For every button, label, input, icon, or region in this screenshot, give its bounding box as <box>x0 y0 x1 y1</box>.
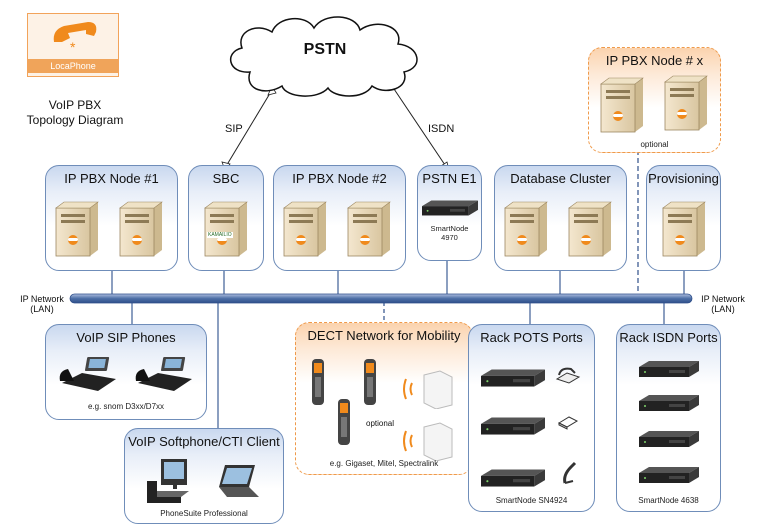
rack-gateway-icon <box>639 393 699 413</box>
gateway-icon <box>422 198 478 218</box>
kamailio-badge: KAMAILIO <box>207 232 233 238</box>
provisioning-panel[interactable]: Provisioning <box>646 165 721 271</box>
diagram-title-line1: VoIP PBX <box>48 98 102 112</box>
sbc-panel[interactable]: SBC KAMAILIO <box>188 165 264 271</box>
dect-base-icon <box>403 370 453 409</box>
softphone-title: VoIP Softphone/CTI Client <box>128 434 280 449</box>
server-icon <box>567 200 613 258</box>
laptop-icon <box>219 465 259 497</box>
dect-network-title: DECT Network for Mobility <box>307 328 461 343</box>
rack-pots-ports-title: Rack POTS Ports <box>480 330 583 345</box>
softphone-caption: PhoneSuite Professional <box>160 509 248 518</box>
server-icon <box>282 200 328 258</box>
ip-pbx-node-2-panel[interactable]: IP PBX Node #2 <box>273 165 406 271</box>
desk-phone-icon <box>135 357 192 391</box>
voip-sip-phones-panel[interactable]: VoIP SIP Phones e.g. snom D3xx/D7xx <box>45 324 207 420</box>
pstn-e1-caption: SmartNode 4970 <box>418 224 481 242</box>
analog-phone-icon <box>555 367 581 384</box>
dect-handset-icon <box>338 399 350 445</box>
dect-handset-icon <box>364 359 376 405</box>
server-icon <box>54 200 100 258</box>
isdn-label: ISDN <box>428 123 455 135</box>
rack-pots-ports-panel[interactable]: Rack POTS Ports SmartNode SN4924 <box>468 324 595 512</box>
phone-logo-icon: * <box>53 22 97 55</box>
ip-pbx-node-1-title: IP PBX Node #1 <box>64 171 159 186</box>
ip-network-left-line2: (LAN) <box>30 304 54 314</box>
database-cluster-panel[interactable]: Database Cluster <box>494 165 627 271</box>
desk-phone-icon <box>59 357 116 391</box>
ip-pbx-node-2-title: IP PBX Node #2 <box>292 171 387 186</box>
rack-gateway-icon <box>639 465 699 485</box>
isdn-link <box>387 79 448 169</box>
ip-network-right-label: IP Network (LAN) <box>694 294 752 314</box>
voip-sip-phones-caption: e.g. snom D3xx/D7xx <box>87 402 165 411</box>
dect-base-icon <box>403 422 453 461</box>
ip-pbx-node-x-caption: optional <box>640 140 669 149</box>
sip-link <box>224 89 273 169</box>
ip-network-right-line2: (LAN) <box>711 304 735 314</box>
ip-pbx-node-x-title: IP PBX Node # x <box>605 53 704 68</box>
sip-label: SIP <box>225 123 243 135</box>
svg-text:*: * <box>70 39 76 55</box>
rack-isdn-ports-panel[interactable]: Rack ISDN Ports SmartNode 4638 <box>616 324 721 512</box>
diagram-title-line2: Topology Diagram <box>26 113 124 127</box>
softphone-panel[interactable]: VoIP Softphone/CTI Client PhoneSuite Pro… <box>124 428 284 524</box>
pstn-e1-panel[interactable]: PSTN E1 SmartNode 4970 <box>417 165 482 261</box>
rack-pots-ports-caption: SmartNode SN4924 <box>495 496 568 505</box>
voip-sip-phones-title: VoIP SIP Phones <box>76 330 176 345</box>
database-cluster-title: Database Cluster <box>510 171 611 186</box>
server-icon <box>661 200 707 258</box>
ip-network-right-line1: IP Network <box>701 294 745 304</box>
rack-isdn-ports-title: Rack ISDN Ports <box>619 330 718 345</box>
ip-pbx-node-1-panel[interactable]: IP PBX Node #1 <box>45 165 178 271</box>
pstn-e1-caption-line2: 4970 <box>441 233 458 242</box>
diagram-title: VoIP PBX Topology Diagram <box>15 98 135 128</box>
analog-phone-icon <box>563 461 577 484</box>
server-icon <box>663 74 709 132</box>
rack-gateway-icon <box>639 359 699 379</box>
pstn-e1-caption-line1: SmartNode <box>430 224 469 233</box>
lan-bus <box>69 293 693 304</box>
pstn-label: PSTN <box>303 41 347 58</box>
rack-gateway-icon <box>639 429 699 449</box>
sbc-title: SBC <box>212 171 240 186</box>
logo-text: LocaPhone <box>28 59 118 73</box>
server-icon <box>118 200 164 258</box>
rack-gateway-icon <box>481 367 545 389</box>
dect-network-panel[interactable]: DECT Network for Mobility optional e.g. … <box>295 322 473 475</box>
desktop-computer-icon <box>147 459 189 503</box>
pstn-e1-title: PSTN E1 <box>422 171 477 186</box>
dect-handset-icon <box>312 359 324 405</box>
ip-pbx-node-x-panel[interactable]: IP PBX Node # x optional <box>588 47 721 153</box>
dect-network-caption: e.g. Gigaset, Mitel, Spectralink <box>329 459 439 468</box>
cloud-icon <box>230 16 418 97</box>
locaphone-logo: * LocaPhone <box>27 13 119 77</box>
server-icon <box>599 76 645 134</box>
server-icon <box>503 200 549 258</box>
rack-gateway-icon <box>481 467 545 489</box>
fax-icon <box>557 416 579 430</box>
rack-gateway-icon <box>481 415 545 437</box>
rack-isdn-ports-caption: SmartNode 4638 <box>638 496 699 505</box>
ip-network-left-label: IP Network (LAN) <box>14 294 70 314</box>
ip-network-left-line1: IP Network <box>20 294 64 304</box>
server-icon <box>346 200 392 258</box>
server-icon <box>203 200 249 258</box>
dect-optional-label: optional <box>366 419 395 428</box>
provisioning-title: Provisioning <box>648 171 719 186</box>
